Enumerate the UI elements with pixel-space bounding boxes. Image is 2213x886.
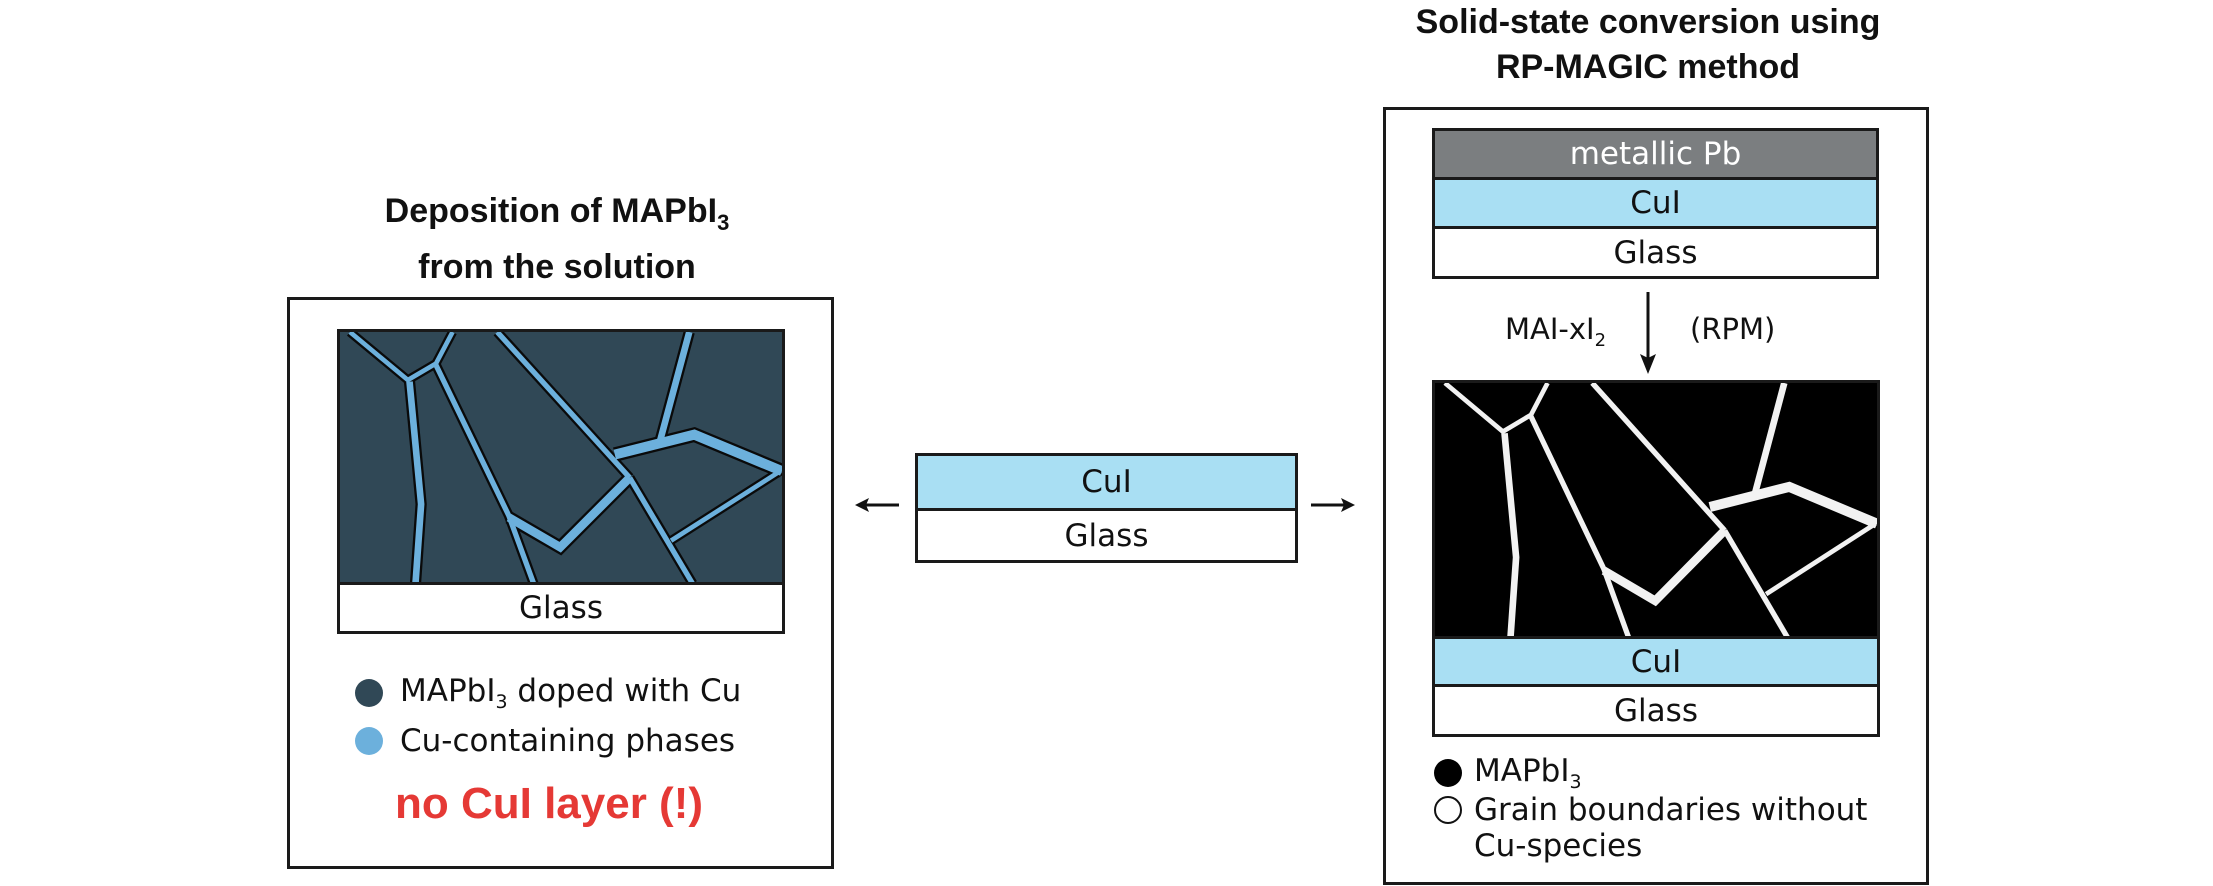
right-boundary-4 bbox=[1590, 383, 1727, 533]
left-film-panel bbox=[337, 329, 785, 585]
left-grain-boundaries bbox=[346, 332, 782, 582]
process-reagent-label: MAI-xI2 bbox=[1505, 312, 1607, 351]
left-boundary-4 bbox=[495, 332, 632, 480]
right-boundary-1 bbox=[1443, 383, 1550, 435]
right-legend-item-mapbi3: MAPbI3 bbox=[1434, 753, 1582, 793]
left-boundary-1 bbox=[348, 332, 455, 383]
right-boundary-3 bbox=[1528, 415, 1631, 636]
center-glass-layer: Glass bbox=[915, 508, 1298, 563]
left-title: Deposition of MAPbI3 from the solution bbox=[307, 189, 807, 290]
left-boundary-9 bbox=[669, 469, 782, 543]
left-boundary-2 bbox=[406, 381, 425, 582]
black-dot-icon bbox=[1434, 759, 1462, 788]
right-grain-boundaries bbox=[1443, 383, 1877, 636]
left-legend-item-doped: MAPbI3 doped with Cu bbox=[355, 673, 741, 713]
right-boundary-7 bbox=[1708, 481, 1877, 529]
left-legend-label-1: MAPbI3 doped with Cu bbox=[400, 673, 742, 714]
light-blue-dot-icon bbox=[355, 727, 383, 755]
precursor-glass-layer: Glass bbox=[1432, 226, 1879, 279]
left-boundary-5 bbox=[506, 474, 633, 553]
right-title-line2: RP-MAGIC method bbox=[1495, 48, 1801, 86]
right-legend-label-2b: Cu-species bbox=[1474, 828, 1643, 864]
metallic-pb-layer: metallic Pb bbox=[1432, 128, 1879, 180]
right-boundary-8 bbox=[1751, 383, 1788, 497]
right-arrow-icon bbox=[1309, 493, 1355, 517]
right-boundary-2 bbox=[1501, 432, 1520, 636]
right-boundary-6 bbox=[1722, 529, 1790, 636]
left-boundary-7 bbox=[613, 429, 782, 476]
left-boundary-8 bbox=[656, 332, 693, 444]
no-cui-warning: no CuI layer (!) bbox=[394, 779, 704, 828]
result-cui-layer: CuI bbox=[1432, 636, 1880, 687]
process-method-label: (RPM) bbox=[1690, 312, 1776, 346]
left-title-line2: from the solution bbox=[418, 247, 696, 286]
white-circle-icon bbox=[1434, 796, 1462, 824]
right-legend-label-1: MAPbI3 bbox=[1474, 753, 1582, 794]
left-legend-item-cu-phases: Cu-containing phases bbox=[355, 723, 735, 759]
left-legend-label-2: Cu-containing phases bbox=[400, 723, 736, 759]
result-glass-layer: Glass bbox=[1432, 684, 1880, 737]
center-cui-layer: CuI bbox=[915, 453, 1298, 511]
right-boundary-5 bbox=[1601, 527, 1728, 607]
right-boundary-9 bbox=[1764, 521, 1877, 597]
right-film-panel bbox=[1432, 380, 1880, 639]
precursor-cui-layer: CuI bbox=[1432, 177, 1879, 229]
left-arrow-icon bbox=[855, 493, 901, 517]
right-legend-item-boundaries-cont: Cu-species bbox=[1474, 828, 1642, 864]
right-legend-item-boundaries: Grain boundaries without bbox=[1434, 792, 1867, 828]
left-glass-layer: Glass bbox=[337, 582, 785, 634]
down-arrow-icon bbox=[1636, 292, 1660, 374]
left-boundary-6 bbox=[627, 476, 695, 582]
left-boundary-3 bbox=[433, 363, 536, 582]
dark-blue-dot-icon bbox=[355, 679, 383, 708]
left-title-line1: Deposition of MAPbI3 bbox=[384, 192, 730, 235]
right-legend-label-2: Grain boundaries without bbox=[1474, 792, 1868, 828]
right-title: Solid-state conversion using RP-MAGIC me… bbox=[1348, 0, 1948, 90]
right-title-line1: Solid-state conversion using bbox=[1415, 3, 1881, 41]
